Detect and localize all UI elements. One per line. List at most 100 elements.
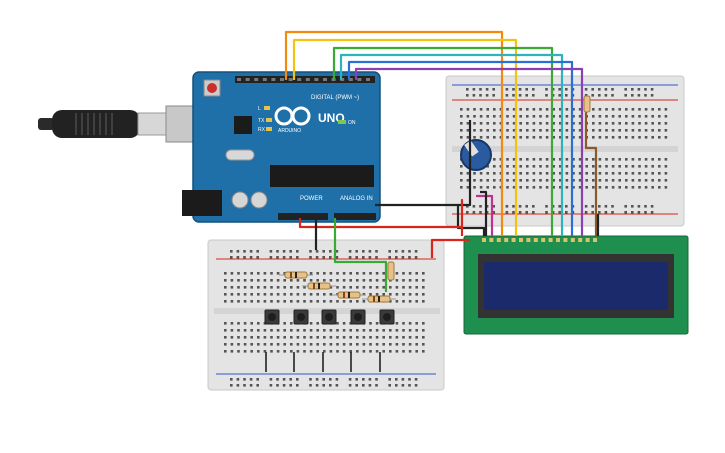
breadboard-hole[interactable] — [243, 293, 247, 296]
breadboard-hole[interactable] — [552, 136, 555, 139]
breadboard-hole[interactable] — [625, 172, 628, 175]
breadboard-hole[interactable] — [473, 122, 476, 125]
rail-hole[interactable] — [650, 94, 654, 97]
rail-hole[interactable] — [401, 256, 405, 259]
rail-hole[interactable] — [236, 378, 240, 381]
breadboard-hole[interactable] — [552, 179, 555, 182]
breadboard-hole[interactable] — [369, 336, 372, 339]
digital-pin-hole[interactable] — [254, 78, 259, 81]
breadboard-hole[interactable] — [250, 272, 253, 275]
breadboard-hole[interactable] — [257, 279, 260, 282]
breadboard-hole[interactable] — [243, 336, 247, 339]
rail-hole[interactable] — [624, 205, 627, 208]
breadboard-hole[interactable] — [479, 136, 483, 139]
breadboard-hole[interactable] — [257, 329, 260, 332]
breadboard-hole[interactable] — [592, 122, 595, 125]
breadboard-hole[interactable] — [402, 343, 405, 346]
rail-hole[interactable] — [604, 88, 608, 91]
breadboard-hole[interactable] — [402, 329, 405, 332]
breadboard-hole[interactable] — [605, 179, 608, 182]
breadboard-hole[interactable] — [342, 329, 346, 332]
breadboard-hole[interactable] — [257, 336, 260, 339]
digital-pin-hole[interactable] — [237, 78, 241, 81]
breadboard-hole[interactable] — [270, 286, 273, 289]
breadboard-hole[interactable] — [415, 350, 418, 353]
breadboard-hole[interactable] — [479, 122, 483, 125]
rail-hole[interactable] — [598, 205, 601, 208]
rail-hole[interactable] — [276, 256, 279, 259]
breadboard-hole[interactable] — [270, 293, 273, 296]
breadboard-hole[interactable] — [618, 115, 621, 118]
digital-pin-hole[interactable] — [271, 78, 276, 81]
breadboard-hole[interactable] — [237, 300, 240, 303]
breadboard-hole[interactable] — [512, 129, 516, 132]
breadboard-hole[interactable] — [539, 158, 542, 161]
breadboard-hole[interactable] — [336, 286, 339, 289]
rail-hole[interactable] — [296, 250, 299, 253]
breadboard-hole[interactable] — [408, 272, 412, 275]
breadboard-hole[interactable] — [664, 122, 668, 125]
breadboard-hole[interactable] — [336, 279, 339, 282]
breadboard-hole[interactable] — [605, 172, 608, 175]
breadboard-hole[interactable] — [342, 336, 346, 339]
breadboard-hole[interactable] — [611, 172, 615, 175]
breadboard-hole[interactable] — [598, 172, 602, 175]
breadboard-hole[interactable] — [519, 122, 522, 125]
breadboard-hole[interactable] — [605, 108, 608, 111]
rail-hole[interactable] — [479, 211, 482, 214]
rail-hole[interactable] — [518, 211, 522, 214]
breadboard-hole[interactable] — [519, 108, 522, 111]
breadboard-hole[interactable] — [243, 322, 247, 325]
breadboard-hole[interactable] — [323, 300, 326, 303]
breadboard-hole[interactable] — [512, 172, 516, 175]
rail-hole[interactable] — [512, 88, 515, 91]
rail-hole[interactable] — [598, 88, 601, 91]
breadboard-hole[interactable] — [658, 172, 661, 175]
breadboard-hole[interactable] — [572, 172, 575, 175]
rail-hole[interactable] — [408, 384, 411, 387]
breadboard-hole[interactable] — [362, 293, 366, 296]
rail-hole[interactable] — [276, 384, 279, 387]
breadboard-hole[interactable] — [316, 343, 319, 346]
breadboard-hole[interactable] — [473, 136, 476, 139]
breadboard-hole[interactable] — [539, 108, 542, 111]
rail-hole[interactable] — [243, 256, 246, 259]
breadboard-hole[interactable] — [493, 115, 496, 118]
breadboard-hole[interactable] — [651, 136, 654, 139]
breadboard-hole[interactable] — [389, 293, 392, 296]
breadboard-hole[interactable] — [486, 122, 489, 125]
breadboard-hole[interactable] — [408, 350, 412, 353]
breadboard-hole[interactable] — [506, 115, 509, 118]
rail-hole[interactable] — [591, 88, 594, 91]
breadboard-hole[interactable] — [605, 165, 608, 168]
breadboard-hole[interactable] — [486, 179, 489, 182]
rail-hole[interactable] — [289, 384, 292, 387]
breadboard-hole[interactable] — [611, 158, 615, 161]
breadboard-hole[interactable] — [389, 350, 392, 353]
breadboard-hole[interactable] — [592, 136, 595, 139]
lcd-pin[interactable] — [482, 238, 486, 242]
rail-hole[interactable] — [362, 256, 365, 259]
breadboard-hole[interactable] — [493, 129, 496, 132]
breadboard-hole[interactable] — [362, 272, 366, 275]
breadboard-hole[interactable] — [526, 108, 529, 111]
breadboard-hole[interactable] — [276, 286, 280, 289]
breadboard-hole[interactable] — [532, 172, 536, 175]
breadboard-hole[interactable] — [303, 350, 306, 353]
breadboard-hole[interactable] — [276, 300, 280, 303]
breadboard-hole[interactable] — [631, 186, 635, 189]
rail-hole[interactable] — [249, 250, 253, 253]
breadboard-hole[interactable] — [651, 179, 654, 182]
rail-hole[interactable] — [329, 384, 332, 387]
rail-hole[interactable] — [532, 211, 535, 214]
breadboard-hole[interactable] — [296, 350, 300, 353]
breadboard-hole[interactable] — [230, 300, 234, 303]
breadboard-hole[interactable] — [250, 293, 253, 296]
rail-hole[interactable] — [512, 205, 515, 208]
breadboard-hole[interactable] — [250, 279, 253, 282]
potentiometer[interactable] — [460, 139, 492, 171]
breadboard-hole[interactable] — [408, 286, 412, 289]
breadboard-hole[interactable] — [592, 186, 595, 189]
breadboard-hole[interactable] — [526, 115, 529, 118]
breadboard-hole[interactable] — [545, 186, 549, 189]
